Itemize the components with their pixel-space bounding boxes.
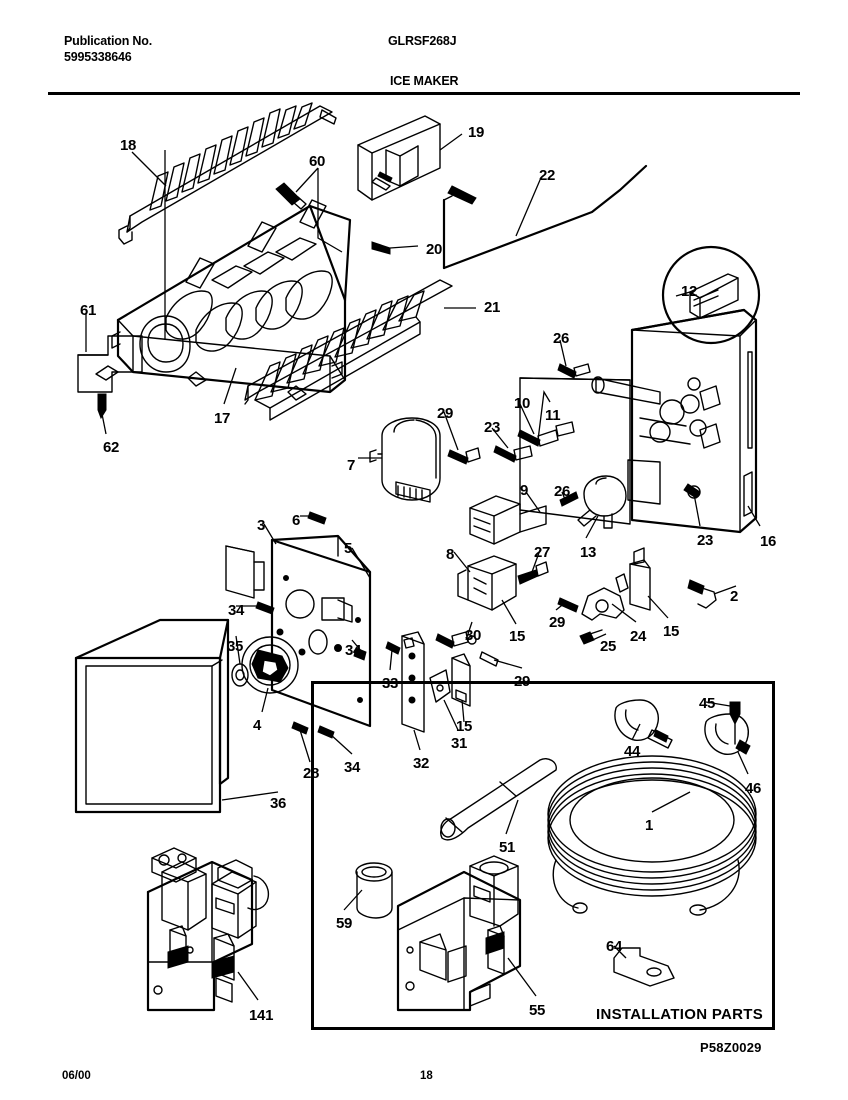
part-8-switch [457,555,517,611]
callout-3: 3 [257,517,266,534]
callout-8: 8 [446,546,455,563]
footer-page-number: 18 [420,1070,433,1082]
callout-4: 4 [253,717,262,734]
callout-55: 55 [529,1002,546,1019]
part-20-pin [371,241,391,255]
publication-number: 5995338646 [64,50,132,64]
callout-32: 32 [413,755,430,772]
callout-36: 36 [270,795,287,812]
callout-6: 6 [292,512,301,529]
callout-27: 27 [534,544,551,561]
part-12-detail-circle [661,245,761,345]
callout-29a: 29 [437,405,454,422]
drawing-code: P58Z0029 [700,1040,762,1055]
part-27-screw [517,561,549,585]
callout-31: 31 [451,735,468,752]
callout-21: 21 [484,299,501,316]
callout-15b: 15 [456,718,473,735]
callout-13: 13 [580,544,597,561]
callout-26a: 26 [553,330,570,347]
callout-34b: 34 [345,642,362,659]
callout-18: 18 [120,137,137,154]
callout-46: 46 [745,780,762,797]
callout-5: 5 [344,540,353,557]
callout-59: 59 [336,915,353,932]
part-6-screw [307,511,327,525]
callout-7: 7 [347,457,356,474]
callout-15a: 15 [509,628,526,645]
callout-15c: 15 [663,623,680,640]
part-10-11-pins [517,421,575,447]
callout-62: 62 [103,439,120,456]
part-ice-stripper [118,102,337,245]
part-16-module-housing [630,308,758,534]
callout-35: 35 [227,638,244,655]
part-9-solenoid [469,495,547,545]
part-ice-mold [111,199,352,401]
callout-17: 17 [214,410,231,427]
callout-23a: 23 [484,419,501,436]
part-4-gear [241,636,299,694]
callout-33: 33 [382,675,399,692]
part-35-bushing [231,663,249,687]
callout-34a: 34 [228,602,245,619]
callout-30: 30 [465,627,482,644]
section-title: ICE MAKER [390,74,459,88]
part-3-gasket [225,545,265,599]
part-61-shield [77,335,143,393]
part-62-screw [97,393,107,420]
installation-parts-box [311,681,775,1030]
callout-19: 19 [468,124,485,141]
callout-12: 12 [681,283,698,300]
callout-2: 2 [730,588,739,605]
callout-60: 60 [309,153,326,170]
callout-23b: 23 [697,532,714,549]
part-24-lever [581,573,629,621]
header-divider [48,92,800,95]
callout-44: 44 [624,743,641,760]
callout-64: 64 [606,938,623,955]
part-module-frame [519,376,707,525]
callout-141: 141 [249,1007,274,1024]
callout-10: 10 [514,395,531,412]
part-141-dual-valve [146,847,270,1012]
callout-20: 20 [426,241,443,258]
callout-28: 28 [303,765,320,782]
footer-date: 06/00 [62,1070,91,1082]
part-33-screw [385,641,401,655]
callout-25: 25 [600,638,617,655]
part-60-screw [275,182,307,210]
part-28-screw [291,721,309,735]
publication-label: Publication No. [64,34,152,48]
callout-22: 22 [539,167,556,184]
callout-1: 1 [645,817,654,834]
callout-29b: 29 [514,673,531,690]
part-13-motor [577,475,627,529]
model-number: GLRSF268J [388,34,457,48]
callout-29c: 29 [549,614,566,631]
callout-24: 24 [630,628,647,645]
callout-11: 11 [545,407,561,424]
part-mold-cover [244,279,453,421]
callout-45: 45 [699,695,716,712]
callout-9: 9 [520,482,529,499]
part-15-bracket-center [629,547,651,611]
callout-26b: 26 [554,483,571,500]
part-25-screw [579,629,603,645]
part-fill-cup [357,115,441,201]
callout-51: 51 [499,839,516,856]
callout-61: 61 [80,302,97,319]
installation-parts-title: INSTALLATION PARTS [596,1006,764,1023]
part-7-motor [369,417,441,503]
part-36-tank [74,618,230,814]
part-2-clip [687,579,717,609]
callout-34c: 34 [344,759,361,776]
callout-16a: 16 [760,533,777,550]
